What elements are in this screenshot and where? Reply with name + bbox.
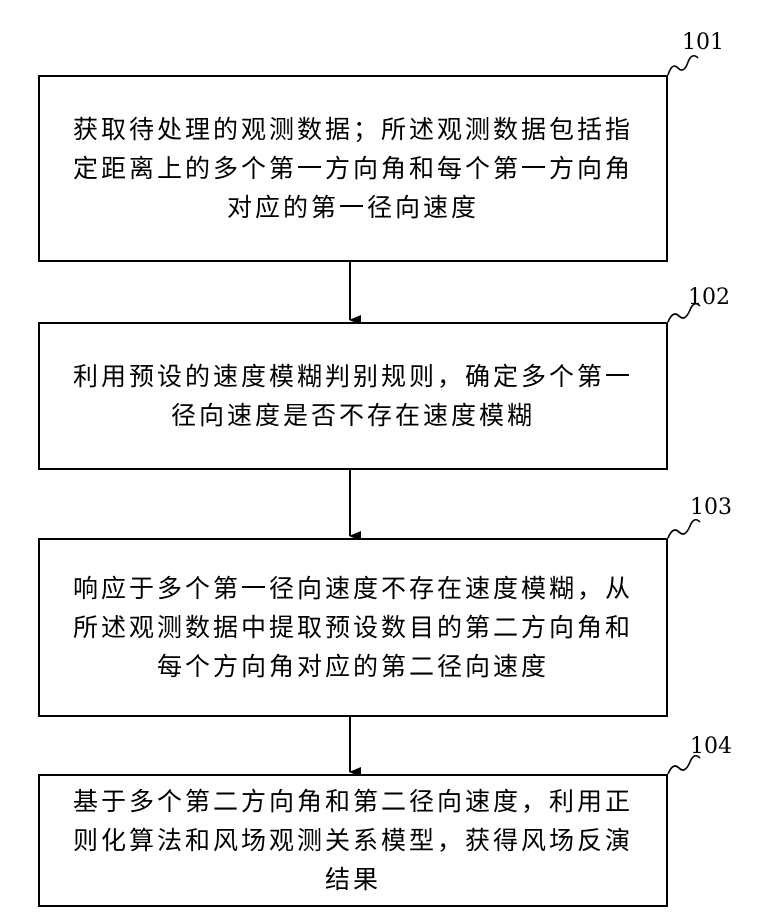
step-text-line: 对应的第一径向速度: [46, 188, 660, 227]
step-text-line: 定距离上的多个第一方向角和每个第一方向角: [46, 149, 660, 188]
step-text-line: 所述观测数据中提取预设数目的第二方向角和: [46, 608, 660, 647]
step-text-line: 径向速度是否不存在速度模糊: [46, 396, 660, 435]
step-ref-label: 101: [682, 32, 724, 54]
step-text: 响应于多个第一径向速度不存在速度模糊，从 所述观测数据中提取预设数目的第二方向角…: [40, 569, 666, 686]
step-text-line: 获取待处理的观测数据；所述观测数据包括指: [46, 110, 660, 149]
step-text-line: 则化算法和风场观测关系模型，获得风场反演: [46, 821, 660, 860]
step-text-line: 利用预设的速度模糊判别规则，确定多个第一: [46, 357, 660, 396]
step-text-line: 基于多个第二方向角和第二径向速度，利用正: [46, 782, 660, 821]
step-ref-label: 102: [688, 287, 730, 309]
step-text: 获取待处理的观测数据；所述观测数据包括指 定距离上的多个第一方向角和每个第一方向…: [40, 110, 666, 227]
step-box-wind-retrieval: 基于多个第二方向角和第二径向速度，利用正 则化算法和风场观测关系模型，获得风场反…: [38, 774, 668, 907]
step-box-extract-data: 响应于多个第一径向速度不存在速度模糊，从 所述观测数据中提取预设数目的第二方向角…: [38, 538, 668, 717]
step-box-ambiguity-check: 利用预设的速度模糊判别规则，确定多个第一 径向速度是否不存在速度模糊: [38, 322, 668, 470]
step-text: 利用预设的速度模糊判别规则，确定多个第一 径向速度是否不存在速度模糊: [40, 357, 666, 435]
step-ref-label: 103: [690, 497, 732, 519]
step-text-line: 结果: [46, 860, 660, 899]
step-text-line: 响应于多个第一径向速度不存在速度模糊，从: [46, 569, 660, 608]
leader-103: [668, 520, 700, 538]
step-text: 基于多个第二方向角和第二径向速度，利用正 则化算法和风场观测关系模型，获得风场反…: [40, 782, 666, 899]
step-text-line: 每个方向角对应的第二径向速度: [46, 647, 660, 686]
step-box-obtain-data: 获取待处理的观测数据；所述观测数据包括指 定距离上的多个第一方向角和每个第一方向…: [38, 75, 668, 262]
step-ref-label: 104: [690, 736, 732, 758]
leader-101: [668, 56, 698, 75]
